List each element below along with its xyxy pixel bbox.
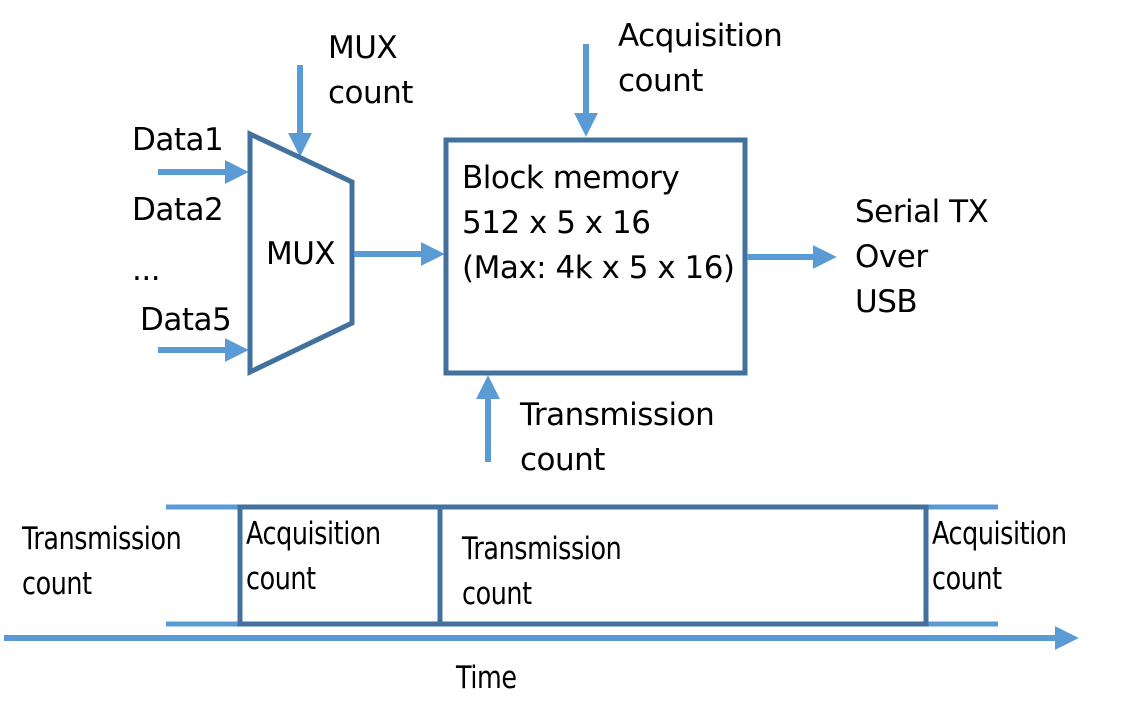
timeline-phase-acquisition-1: Acquisition count <box>246 516 381 597</box>
time-axis-label: Time <box>456 660 517 696</box>
data1-label: Data1 <box>132 122 224 158</box>
mux-count-label: MUX count <box>328 30 413 111</box>
timeline-phase-acquisition-2: Acquisition count <box>932 516 1067 597</box>
ellipsis-label: ... <box>132 252 161 288</box>
timeline-phase-transmission-2: Transmission count <box>462 531 622 612</box>
acquisition-count-label: Acquisition count <box>618 18 783 99</box>
timeline-transmission-box <box>437 504 929 627</box>
block-memory <box>443 137 748 376</box>
mux-label: MUX <box>266 236 336 272</box>
serial-tx-label: Serial TX Over USB <box>855 194 989 320</box>
block-memory-text: Block memory 512 x 5 x 16 (Max: 4k x 5 x… <box>462 160 735 286</box>
transmission-count-label: Transmission count <box>520 397 715 478</box>
data2-label: Data2 <box>132 192 224 228</box>
mux-block <box>247 130 355 376</box>
timeline-phase-transmission-1: Transmission count <box>22 521 182 602</box>
data5-label: Data5 <box>140 302 232 338</box>
